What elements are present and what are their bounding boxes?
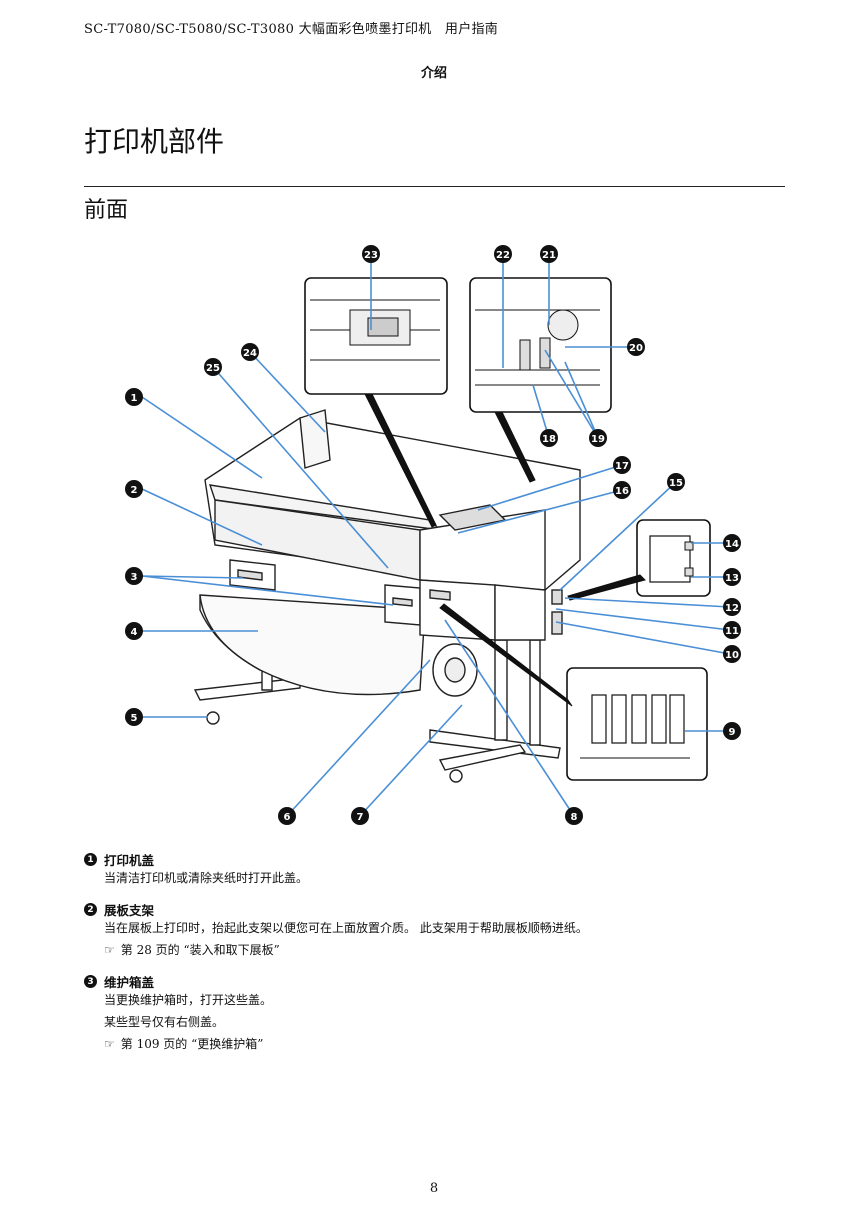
callout-13: 13 bbox=[723, 568, 741, 586]
callout-11: 11 bbox=[723, 621, 741, 639]
svg-text:6: 6 bbox=[284, 812, 291, 823]
part-description-2: 2 展板支架 当在展板上打印时，抬起此支架以便您可在上面放置介质。 此支架用于帮助… bbox=[84, 900, 588, 958]
subsection-title: 前面 bbox=[84, 198, 129, 223]
svg-text:20: 20 bbox=[629, 343, 643, 354]
svg-text:21: 21 bbox=[542, 250, 556, 261]
item-number-badge: 3 bbox=[84, 975, 97, 988]
part-title: 维护箱盖 bbox=[104, 975, 155, 990]
svg-text:10: 10 bbox=[725, 650, 739, 661]
callout-19: 19 bbox=[589, 429, 607, 447]
item-number-badge: 1 bbox=[84, 853, 97, 866]
cross-reference-link[interactable]: ☞ 第 109 页的 “更换维护箱” bbox=[104, 1037, 272, 1052]
callout-20: 20 bbox=[627, 338, 645, 356]
callout-18: 18 bbox=[540, 429, 558, 447]
svg-text:8: 8 bbox=[571, 812, 578, 823]
inset-paper-feed bbox=[304, 277, 448, 395]
part-description-text: 当更换维护箱时，打开这些盖。 bbox=[104, 993, 273, 1007]
callout-7: 7 bbox=[351, 807, 369, 825]
svg-text:13: 13 bbox=[725, 573, 739, 584]
inset-pointers bbox=[364, 393, 646, 707]
callout-24: 24 bbox=[241, 343, 259, 361]
leader-lines bbox=[141, 254, 731, 817]
item-number-badge: 2 bbox=[84, 903, 97, 916]
callout-2: 2 bbox=[125, 480, 143, 498]
part-description-text: 当清洁打印机或清除夹纸时打开此盖。 bbox=[104, 871, 309, 885]
callout-25: 25 bbox=[204, 358, 222, 376]
callout-1: 1 bbox=[125, 388, 143, 406]
section-name: 介绍 bbox=[420, 66, 447, 81]
cross-reference-text[interactable]: 第 28 页的 “装入和取下展板” bbox=[120, 943, 280, 957]
cross-reference-text[interactable]: 第 109 页的 “更换维护箱” bbox=[120, 1037, 264, 1051]
svg-text:16: 16 bbox=[615, 486, 629, 497]
pointing-hand-icon: ☞ bbox=[104, 1037, 115, 1051]
callout-15: 15 bbox=[667, 473, 685, 491]
page-number: 8 bbox=[429, 1181, 439, 1196]
printer-illustration bbox=[193, 409, 581, 783]
pointing-hand-icon: ☞ bbox=[104, 943, 115, 957]
svg-text:9: 9 bbox=[729, 727, 736, 738]
svg-text:1: 1 bbox=[131, 393, 138, 404]
running-head: SC-T7080/SC-T5080/SC-T3080 大幅面彩色喷墨打印机 用户… bbox=[84, 22, 499, 37]
svg-text:23: 23 bbox=[364, 250, 378, 261]
callout-5: 5 bbox=[125, 708, 143, 726]
part-title: 打印机盖 bbox=[104, 853, 155, 868]
svg-text:17: 17 bbox=[615, 461, 629, 472]
svg-text:14: 14 bbox=[725, 539, 739, 550]
inset-roll-adapter bbox=[469, 277, 612, 413]
svg-text:2: 2 bbox=[131, 485, 138, 496]
callout-9: 9 bbox=[723, 722, 741, 740]
callout-markers: 1 2 3 4 5 6 7 8 9 10 11 12 13 14 15 16 1… bbox=[125, 245, 741, 825]
callout-6: 6 bbox=[278, 807, 296, 825]
callout-21: 21 bbox=[540, 245, 558, 263]
part-description-text: 当在展板上打印时，抬起此支架以便您可在上面放置介质。 此支架用于帮助展板顺畅进纸… bbox=[104, 921, 588, 935]
svg-text:18: 18 bbox=[542, 434, 556, 445]
callout-8: 8 bbox=[565, 807, 583, 825]
callout-14: 14 bbox=[723, 534, 741, 552]
callout-16: 16 bbox=[613, 481, 631, 499]
part-description-1: 1 打印机盖 当清洁打印机或清除夹纸时打开此盖。 bbox=[84, 850, 308, 893]
svg-text:12: 12 bbox=[725, 603, 739, 614]
callout-17: 17 bbox=[613, 456, 631, 474]
svg-text:4: 4 bbox=[131, 627, 138, 638]
svg-text:7: 7 bbox=[357, 812, 364, 823]
svg-text:25: 25 bbox=[206, 363, 220, 374]
callout-3: 3 bbox=[125, 567, 143, 585]
callout-12: 12 bbox=[723, 598, 741, 616]
svg-text:19: 19 bbox=[591, 434, 605, 445]
inset-network-port bbox=[636, 519, 711, 597]
cross-reference-link[interactable]: ☞ 第 28 页的 “装入和取下展板” bbox=[104, 943, 588, 958]
callout-4: 4 bbox=[125, 622, 143, 640]
section-divider bbox=[84, 186, 785, 187]
part-title: 展板支架 bbox=[104, 903, 155, 918]
inset-ink-cartridges bbox=[566, 667, 708, 781]
svg-text:5: 5 bbox=[131, 713, 138, 724]
callout-22: 22 bbox=[494, 245, 512, 263]
callout-23: 23 bbox=[362, 245, 380, 263]
svg-text:22: 22 bbox=[496, 250, 510, 261]
callout-10: 10 bbox=[723, 645, 741, 663]
page-title: 打印机部件 bbox=[84, 125, 225, 158]
svg-text:15: 15 bbox=[669, 478, 683, 489]
svg-text:24: 24 bbox=[243, 348, 257, 359]
part-description-3: 3 维护箱盖 当更换维护箱时，打开这些盖。 某些型号仅有右侧盖。 ☞ 第 109 页… bbox=[84, 972, 272, 1052]
svg-text:11: 11 bbox=[725, 626, 739, 637]
part-description-text: 某些型号仅有右侧盖。 bbox=[104, 1015, 225, 1029]
svg-text:3: 3 bbox=[131, 572, 138, 583]
